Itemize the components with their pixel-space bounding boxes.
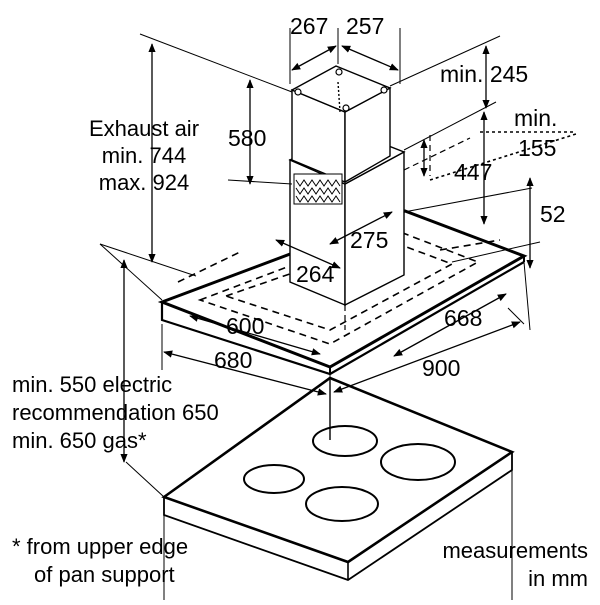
units-line1: measurements	[442, 538, 588, 563]
footnote-line1: * from upper edge	[12, 534, 188, 559]
dim-min-155-line1: min.	[514, 105, 557, 131]
dim-447: 447	[454, 159, 492, 185]
clearance-label-line3: min. 650 gas*	[12, 428, 147, 453]
exhaust-label-line1: Exhaust air	[89, 116, 199, 141]
burner-front	[305, 486, 379, 522]
extension-lines	[99, 28, 577, 498]
dim-min-245: min. 245	[440, 61, 528, 87]
dim-680: 680	[214, 347, 252, 373]
dim-600: 600	[226, 313, 264, 339]
dim-52: 52	[540, 201, 566, 227]
dim-668: 668	[444, 305, 482, 331]
dim-275: 275	[350, 227, 388, 253]
cooktop	[161, 376, 515, 600]
dim-chimney-width: 267	[290, 13, 328, 39]
arrow-900	[333, 321, 521, 393]
cooktop-burners	[243, 425, 456, 522]
dim-chimney-height: 580	[228, 125, 266, 151]
arrow-264	[275, 239, 341, 269]
inner-duct-top	[290, 65, 392, 113]
dim-chimney-depth: 257	[346, 13, 384, 39]
burner-left	[243, 464, 305, 494]
units-line2: in mm	[528, 566, 588, 591]
dimension-arrows	[120, 43, 534, 463]
exhaust-label-line3: max. 924	[99, 170, 190, 195]
duct-mounting-holes	[294, 68, 388, 112]
dim-900: 900	[422, 355, 460, 381]
arrow-600	[189, 314, 321, 356]
exhaust-label-line2: min. 744	[102, 143, 186, 168]
burner-back	[312, 425, 378, 457]
arrow-257	[341, 45, 399, 71]
burner-right	[380, 443, 456, 481]
arrow-680	[163, 350, 327, 396]
clearance-label-line1: min. 550 electric	[12, 372, 172, 397]
footnote-line2: of pan support	[34, 562, 175, 587]
arrow-275	[329, 211, 393, 245]
vent-grille	[293, 173, 343, 205]
dim-264: 264	[296, 261, 335, 287]
dim-min-155-line2: 155	[518, 135, 556, 161]
dimension-values: 267 257 min. 245 580 min. 155 447 52 275…	[214, 13, 566, 381]
text-labels: Exhaust air min. 744 max. 924 min. 550 e…	[12, 116, 588, 591]
arrow-267	[291, 45, 337, 71]
clearance-label-line2: recommendation 650	[12, 400, 219, 425]
